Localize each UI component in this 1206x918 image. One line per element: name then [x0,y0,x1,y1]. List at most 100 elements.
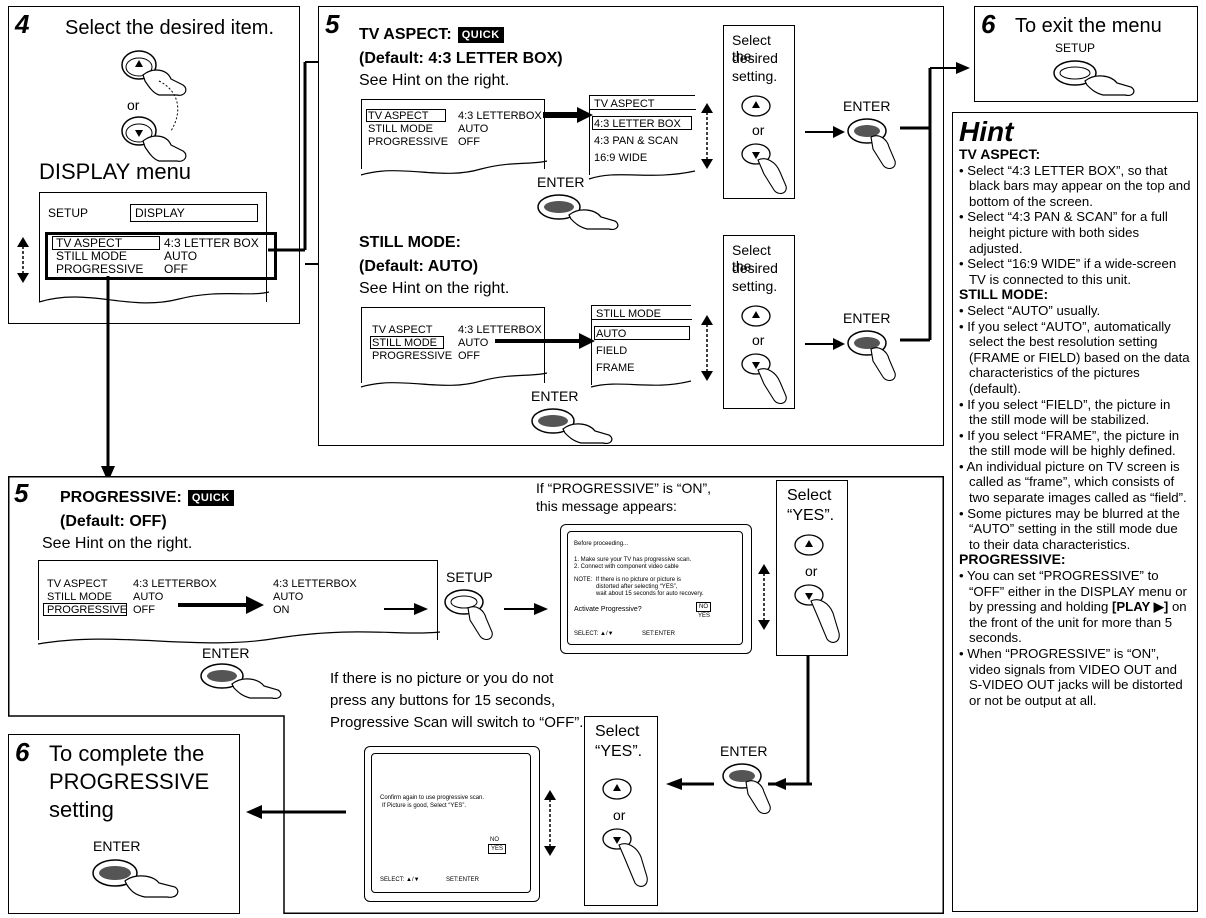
select-or: or [752,332,765,348]
step6-exit-title: To exit the menu [1015,15,1162,37]
enter-button-icon[interactable] [845,327,901,387]
menu-row-label: PROGRESSIVE [47,604,128,616]
step4-number: 4 [15,9,30,39]
menu-row-value: AUTO [164,249,198,263]
select-text: “YES”. [787,507,835,524]
select-text: Select the [732,32,771,64]
step6-complete-text: setting [49,797,114,822]
setup-tab: SETUP [48,206,89,220]
enter-button-icon[interactable] [535,191,625,231]
step6-exit-panel: 6 To exit the menu SETUP [974,6,1198,102]
options-title-box [590,96,696,110]
select-text: setting. [732,278,778,294]
select-text: Select the [732,242,771,274]
menu-row-label: PROGRESSIVE [368,136,449,148]
progressive-default: (Default: OFF) [60,513,167,530]
setup-label: SETUP [446,569,493,585]
up-button-icon[interactable] [119,45,199,101]
option-item: 4:3 PAN & SCAN [594,135,679,147]
up-button-icon[interactable] [738,94,778,120]
down-button-icon[interactable] [599,827,655,893]
up-button-icon[interactable] [791,533,831,559]
enter-button-icon[interactable] [845,115,901,175]
select-setting-box-1: Select the desired setting. or [723,25,795,199]
down-button-icon[interactable] [791,583,847,649]
option-item: AUTO [273,591,304,603]
menu-row-value: AUTO [458,337,489,349]
progressive-menu-screen: TV ASPECT 4:3 LETTERBOX STILL MODE AUTO … [38,560,438,640]
options-title-box [592,306,692,320]
display-menu-title: DISPLAY menu [39,159,192,184]
tv-screen: Confirm again to use progressive scan. I… [371,753,531,893]
right-arrow-icon [805,338,845,350]
step5-number: 5 [325,9,340,39]
hint-bullet: • Select “AUTO” usually. [959,302,1101,318]
setup-label: SETUP [1055,41,1096,55]
menu-row-value: OFF [458,350,480,362]
down-button-icon[interactable] [738,352,794,408]
up-down-arrow-icon [544,790,556,856]
progressive-confirm-tv: Confirm again to use progressive scan. I… [364,746,540,902]
setup-button-icon[interactable] [442,586,498,646]
enter-label: ENTER [202,645,250,661]
select-or: or [613,807,626,823]
menu-row-label: TV ASPECT [47,578,108,590]
connector-line [768,656,810,786]
enter-button-icon[interactable] [529,405,619,445]
tv-aspect-default: (Default: 4:3 LETTER BOX) [359,50,563,67]
step4-title: Select the desired item. [65,17,274,39]
step6-complete-text: PROGRESSIVE [49,769,210,794]
hint-title: Hint [959,116,1014,147]
display-menu-screen: SETUP DISPLAY TV ASPECT 4:3 LETTER BOX S… [39,192,267,302]
select-text: Select [787,487,832,504]
option-item: 16:9 WIDE [594,152,648,164]
enter-label: ENTER [843,98,891,114]
tv-aspect-see-hint: See Hint on the right. [359,72,510,89]
up-button-icon[interactable] [738,304,778,330]
progressive-message-tv: Before proceeding... 1. Make sure your T… [560,524,752,654]
up-button-icon[interactable] [599,777,639,803]
menu-wave-edge [38,291,270,304]
enter-button-icon[interactable] [198,660,288,700]
tv-text: 1. Make sure your TV has progressive sca… [574,557,692,563]
right-arrow-icon [495,333,595,349]
hint-bullet: • If you select “FIELD”, the picture in … [959,396,1171,428]
step6-number: 6 [981,9,996,39]
enter-label: ENTER [93,838,141,854]
select-text: “YES”. [595,743,643,760]
up-down-arrow-icon [701,103,713,169]
still-mode-menu-screen: TV ASPECT 4:3 LETTERBOX STILL MODE AUTO … [361,307,545,383]
enter-button-icon[interactable] [89,857,189,901]
tv-text: NOTE: If there is no picture or picture … [574,577,682,583]
setup-button-icon[interactable] [1051,57,1141,97]
option-item: ON [273,604,290,616]
still-mode-options-screen: STILL MODE AUTO FIELD FRAME [591,305,692,385]
tv-no-option: NO [696,602,711,612]
step5-progressive-panel: 5 PROGRESSIVE:QUICK (Default: OFF) See H… [8,476,944,914]
tv-yes-option: YES [488,844,507,854]
menu-row-label: TV ASPECT [372,324,433,336]
option-highlight [592,116,692,130]
no-picture-note: press any buttons for 15 seconds, [330,692,556,709]
hint-bullet: • When “PROGRESSIVE” is “ON”, video sign… [959,646,1183,708]
select-yes-box-2: Select “YES”. or [584,716,658,906]
down-button-icon[interactable] [119,80,199,167]
hint-heading: TV ASPECT: [959,146,1041,162]
step4-panel: 4 Select the desired item. or DISPLAY me… [8,6,300,324]
no-picture-note: If there is no picture or you do not [330,670,554,687]
right-arrow-icon [178,596,264,614]
menu-row-value: OFF [164,262,188,276]
hint-bullet: • You can set “PROGRESSIVE” to “OFF” eit… [959,568,1187,646]
menu-row-label: STILL MODE [47,591,112,603]
enter-label: ENTER [843,310,891,326]
step6-complete-text: To complete the [49,741,205,766]
menu-wave-edge [360,372,548,388]
menu-wave-edge [590,380,692,388]
menu-wave-edge [37,631,441,645]
down-button-icon[interactable] [738,142,794,198]
tv-aspect-row-highlight [366,109,446,122]
enter-button-icon[interactable] [720,760,776,820]
quick-badge: QUICK [457,26,504,43]
progressive-see-hint: See Hint on the right. [42,535,193,552]
hint-bullet: • Select “4:3 LETTER BOX”, so that black… [959,162,1191,209]
